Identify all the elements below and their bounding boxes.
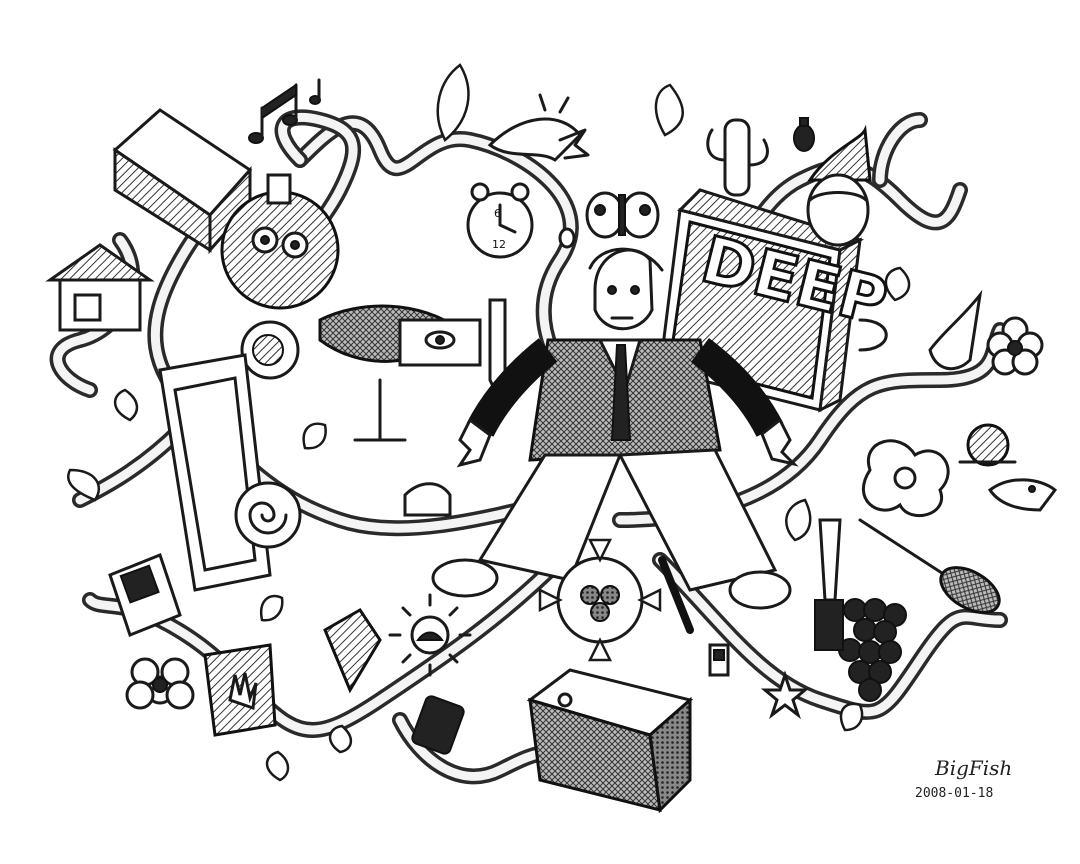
acorn-icon xyxy=(806,124,872,247)
signature-name: BigFish xyxy=(934,756,1012,780)
flower-far-right-icon xyxy=(986,316,1044,376)
textured-cube xyxy=(526,668,694,814)
picture-frame xyxy=(158,353,272,592)
dragon-head xyxy=(487,93,590,162)
flower-icon xyxy=(125,657,195,710)
racket-icon xyxy=(858,518,1001,614)
cactus-icon xyxy=(706,118,769,197)
dinosaur-head xyxy=(987,478,1058,512)
man-figure xyxy=(431,247,799,610)
framed-hand-picture xyxy=(203,643,277,737)
sunflower-icon xyxy=(538,538,662,662)
snail-icon xyxy=(958,423,1017,467)
fish xyxy=(240,304,482,442)
bug-icon xyxy=(558,227,576,249)
usb-stick-icon xyxy=(708,643,730,677)
grapes-icon xyxy=(838,598,907,702)
horned-leaf xyxy=(928,289,983,371)
hatched-block xyxy=(112,108,253,254)
clock-numeral-12: 12 xyxy=(492,238,506,251)
clock-icon: 6 12 xyxy=(466,182,534,259)
sun-icon xyxy=(388,593,472,677)
flower-right-icon xyxy=(862,439,950,518)
tv-icon xyxy=(108,553,182,637)
hairy-creature xyxy=(220,173,340,310)
birdhouse xyxy=(45,243,155,332)
star-icon xyxy=(760,670,810,720)
rose-icon xyxy=(234,481,302,549)
butterfly-icon xyxy=(585,191,660,239)
artist-signature: BigFish 2008-01-18 xyxy=(915,756,1012,801)
diamond-icon xyxy=(323,608,382,694)
grenade-icon xyxy=(793,117,815,152)
leaves xyxy=(67,63,911,792)
flashlight-icon xyxy=(411,695,465,755)
paintbrush-icon xyxy=(658,556,694,634)
signature-date: 2008-01-18 xyxy=(915,786,993,801)
clock-numeral-6: 6 xyxy=(494,207,501,220)
music-notes-icon xyxy=(248,78,321,144)
glove-icon xyxy=(403,482,452,517)
knife-icon xyxy=(814,518,844,651)
